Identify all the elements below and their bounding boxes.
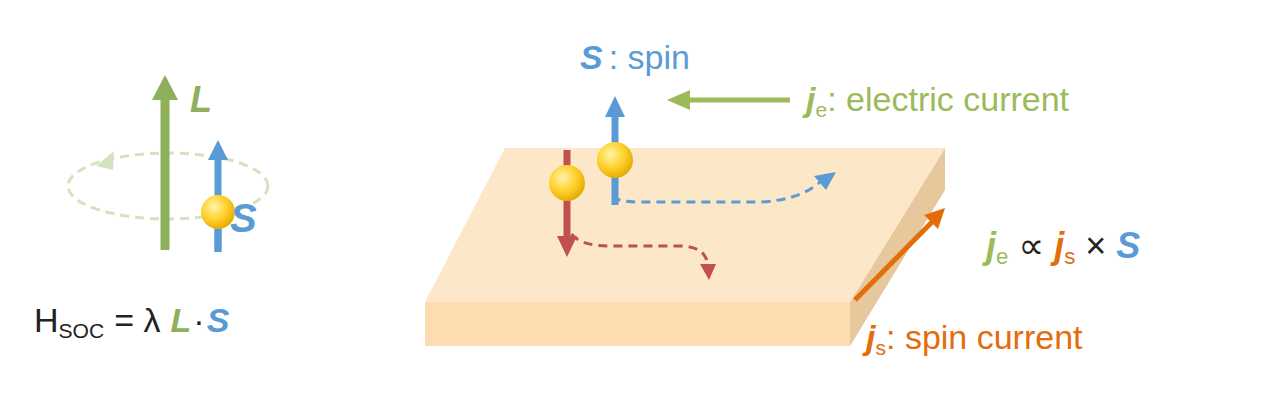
electric-current-arrow (667, 90, 790, 110)
label-text: × (1085, 225, 1106, 266)
label-text: s (1064, 244, 1075, 269)
label-text: j (986, 225, 996, 266)
orbital-momentum-arrow (152, 75, 178, 250)
text-label: L (190, 82, 212, 118)
spin-down-trajectory (567, 220, 716, 280)
label-text: S (1116, 225, 1140, 266)
label-text: : spin current (886, 318, 1083, 356)
sample-slab (425, 148, 945, 346)
label-text: s (875, 336, 886, 359)
label-text: j (1054, 225, 1064, 266)
label-text: S (207, 301, 230, 339)
electron-left (201, 140, 235, 252)
label-text: S (580, 38, 603, 76)
label-text: e (815, 98, 827, 121)
spin-current-arrow (855, 208, 945, 300)
text-label: je: electric current (806, 82, 1069, 120)
label-text: S (230, 196, 257, 240)
electron-spin-up (597, 96, 633, 205)
label-text: = λ (114, 301, 160, 339)
electron-spin-down (549, 150, 585, 257)
label-text: : electric current (827, 80, 1069, 118)
label-text: e (996, 244, 1008, 269)
label-text: j (806, 80, 815, 118)
label-text: L (171, 301, 192, 339)
label-text: · (193, 301, 204, 339)
label-text: H (34, 301, 59, 339)
label-text: L (190, 79, 212, 120)
label-text: ∝ (1018, 225, 1044, 266)
spin-up-trajectory (615, 172, 836, 202)
text-label: js: spin current (866, 320, 1083, 358)
text-label: S: spin (580, 40, 690, 74)
label-text: j (866, 318, 875, 356)
label-text: : spin (609, 38, 690, 76)
text-label: je∝js×S (986, 228, 1140, 269)
label-text: SOC (59, 319, 105, 342)
text-label: HSOC = λ L·S (34, 303, 229, 341)
text-label: S (230, 198, 257, 238)
